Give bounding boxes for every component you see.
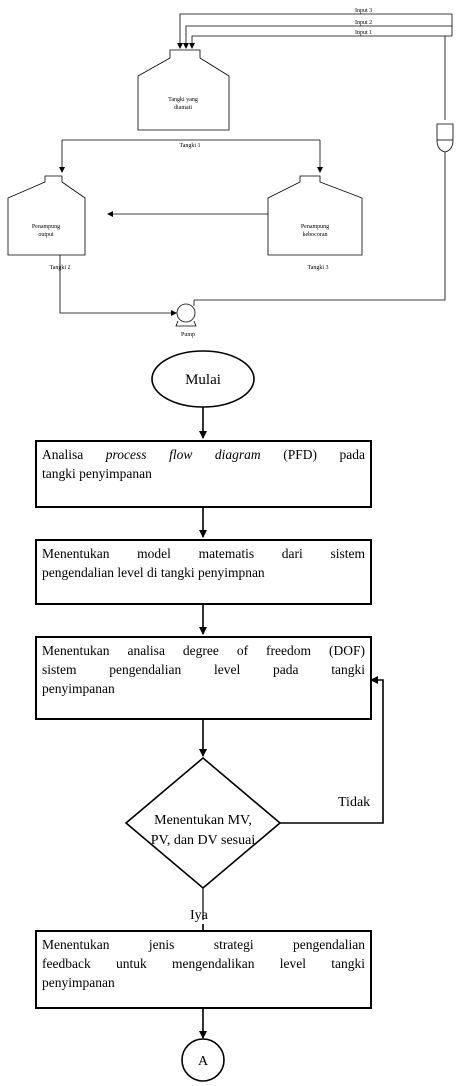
pipe-tank1-to-tank2	[62, 139, 138, 172]
tank-2-label-1: Penampung	[32, 224, 60, 230]
pipe-tank2-to-pump	[59, 255, 177, 316]
flowchart-labels: Mulai Menentukan MV, PV, dan DV sesuai T…	[151, 372, 370, 1069]
tank-3-label-2: kebocoran	[303, 232, 328, 238]
input-line-2	[183, 25, 452, 49]
yes-label: Iya	[190, 908, 209, 923]
pfd-diagram	[7, 13, 454, 327]
input-line-3	[177, 13, 452, 49]
pump-label: Pump	[181, 332, 195, 338]
offpage-connector	[181, 1038, 225, 1082]
step2-line-2: pengendalian level di tangki penyimpnan	[42, 565, 265, 580]
arrow-decision-no-loop	[280, 676, 384, 824]
input-2-label: Input 2	[355, 20, 372, 26]
input-line-1	[189, 35, 452, 49]
tank-1-label-1: Tangki yang	[168, 97, 198, 103]
input-3-label: Input 3	[355, 8, 372, 14]
decision-label-2: PV, dan DV sesuai	[151, 833, 256, 848]
step2-line-1: Menentukan model matematis dari sistem	[42, 546, 365, 561]
pfd-labels: Input 3 Input 2 Input 1 Tangki yang diam…	[32, 8, 372, 338]
tank-1-caption: Tangki 1	[179, 143, 200, 149]
start-label: Mulai	[185, 372, 221, 388]
step4-line-3: penyimpanan	[42, 975, 115, 990]
decision-label-1: Menentukan MV,	[154, 813, 252, 828]
step4-line-2: feedback untuk mengendalikan level tangk…	[42, 956, 365, 971]
tank-3-caption: Tangki 3	[307, 265, 328, 271]
pump-icon	[176, 303, 196, 323]
process-box-strategi-pengendalian: Menentukan jenis strategi pengendalian f…	[35, 930, 372, 1009]
step1-line-1: Analisa process flow diagram (PFD) pada	[42, 447, 365, 462]
input-1-label: Input 1	[355, 30, 372, 36]
process-box-model-matematis: Menentukan model matematis dari sistem p…	[35, 539, 372, 605]
process-box-analisa-dof: Menentukan analisa degree of freedom (DO…	[35, 636, 372, 720]
tank-1	[137, 49, 230, 131]
tank-2-label-2: output	[38, 232, 54, 238]
step3-line-1: Menentukan analisa degree of freedom (DO…	[42, 643, 365, 658]
connector-label: A	[198, 1054, 209, 1069]
control-valve-icon	[436, 123, 454, 153]
step4-line-1: Menentukan jenis strategi pengendalian	[42, 937, 365, 952]
step1-line-2: tangki penyimpanan	[42, 466, 152, 481]
tank-2	[7, 175, 86, 256]
flowchart	[124, 350, 384, 1082]
pipe-pump-discharge	[194, 152, 446, 301]
tank-1-label-2: diamati	[174, 105, 192, 111]
step3-line-3: penyimpanan	[42, 681, 115, 696]
tank-2-caption: Tangki 2	[49, 265, 70, 271]
process-box-analisa-pfd: Analisa process flow diagram (PFD) pada …	[35, 440, 372, 508]
tank-3	[267, 175, 363, 256]
tank-3-label-1: Penampung	[301, 224, 329, 230]
step3-line-2: sistem pengendalian level pada tangki	[42, 662, 365, 677]
no-label: Tidak	[338, 795, 370, 810]
